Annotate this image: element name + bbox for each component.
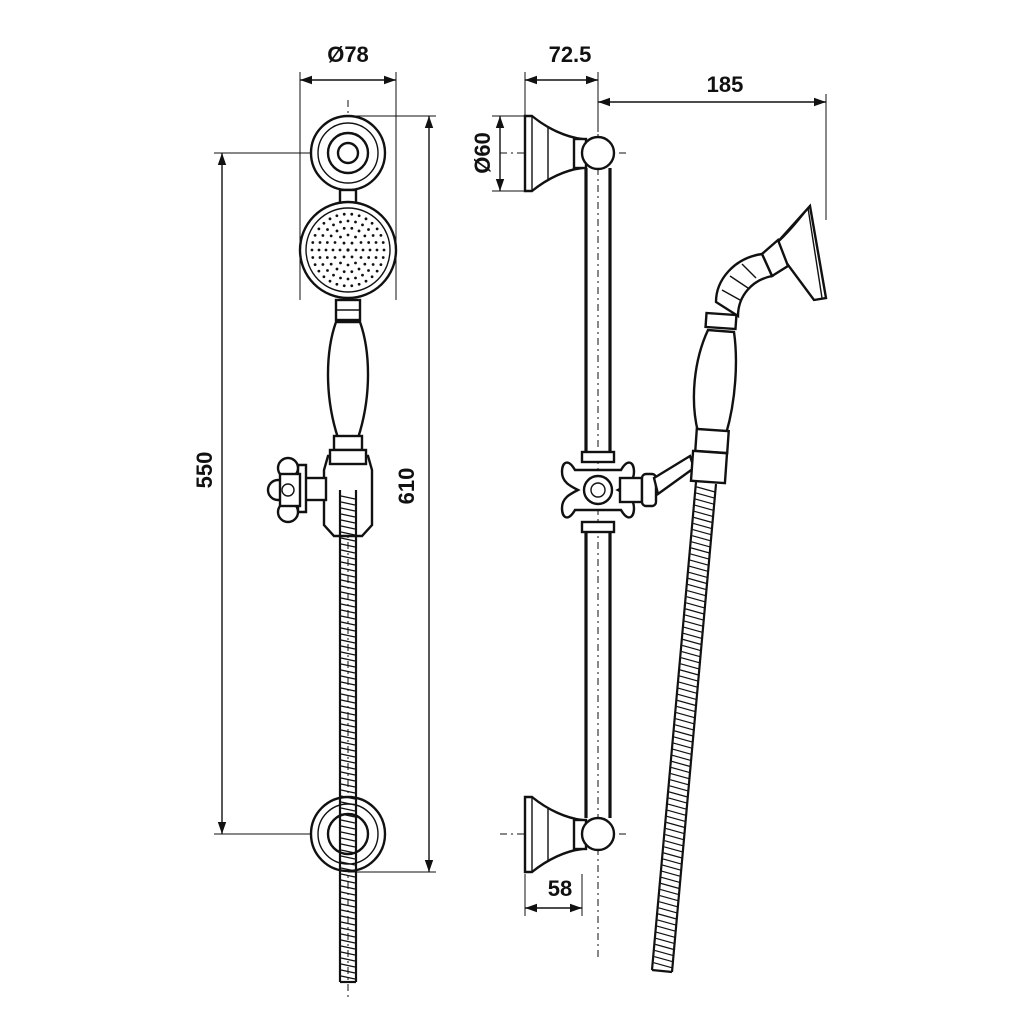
dimension-bar-centers: 550 [192,152,350,835]
handset-side [689,203,828,485]
dimension-overall-height: 610 [348,115,436,873]
dimension-label-front-width: Ø78 [327,42,369,67]
dimension-side-depth: 72.5 [524,42,599,132]
dimension-flange-diameter: Ø60 [470,115,526,192]
dimension-label-flange-diameter: Ø60 [470,132,495,174]
bottom-wall-flange-side [523,795,616,874]
side-view: 72.5 185 Ø60 58 [470,42,828,974]
front-view: Ø78 550 610 [192,42,436,1000]
top-wall-bracket-front [309,114,387,192]
hose-holder-front [266,448,374,538]
ceramic-handle-front [326,320,370,452]
dimension-handset-reach: 185 [598,72,827,220]
shower-head-front [298,200,398,300]
dimension-label-overall-height: 610 [394,468,419,505]
hose-side [650,481,718,974]
dimension-label-side-depth: 72.5 [549,42,592,67]
dimension-label-handset-reach: 185 [707,72,744,97]
slider-cross-knob-side [560,450,696,534]
dimension-flange-base: 58 [524,874,583,916]
slide-bar-side [584,168,612,818]
shower-head-nozzles [310,212,386,288]
hose-front [338,490,358,984]
top-wall-flange-side [523,114,616,193]
dimension-front-width: Ø78 [299,42,397,300]
dimension-label-flange-base: 58 [548,876,572,901]
dimension-label-bar-centers: 550 [192,452,217,489]
